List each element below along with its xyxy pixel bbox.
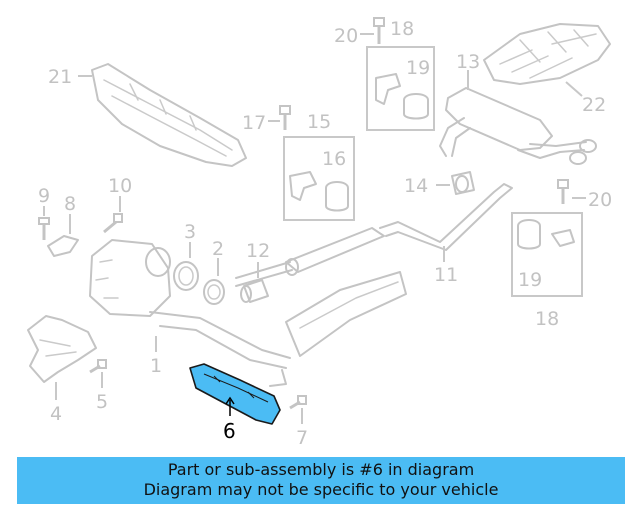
arrow-6 bbox=[225, 396, 235, 405]
bracket-8 bbox=[47, 235, 79, 257]
bolt-5 bbox=[89, 359, 107, 374]
box-18-upper bbox=[366, 46, 435, 131]
info-banner: Part or sub-assembly is #6 in diagram Di… bbox=[17, 457, 625, 504]
banner-line-disclaimer: Diagram may not be specific to your vehi… bbox=[143, 480, 499, 499]
label-3: 3 bbox=[184, 221, 196, 243]
pipe-clamp-14 bbox=[451, 171, 475, 195]
hanger-bracket-lower bbox=[517, 219, 575, 250]
label-1: 1 bbox=[150, 355, 162, 377]
catalytic-converter bbox=[89, 239, 407, 387]
label-12: 12 bbox=[246, 240, 270, 262]
label-21: 21 bbox=[48, 66, 72, 88]
label-20-lower: 20 bbox=[588, 189, 612, 211]
hanger-bracket-upper bbox=[375, 73, 429, 120]
label-19-lower: 19 bbox=[518, 269, 542, 291]
label-4: 4 bbox=[50, 403, 62, 425]
label-14: 14 bbox=[404, 175, 428, 197]
label-7: 7 bbox=[296, 427, 308, 449]
label-20-upper: 20 bbox=[334, 25, 358, 47]
bolt-17 bbox=[279, 105, 291, 130]
label-18-lower: 18 bbox=[535, 308, 559, 330]
label-22: 22 bbox=[582, 94, 606, 116]
label-18-upper: 18 bbox=[390, 18, 414, 40]
bolt-20-upper bbox=[373, 17, 385, 44]
heat-shield-rear bbox=[483, 23, 611, 85]
bolt-20-lower bbox=[557, 179, 569, 204]
label-6-highlighted: 6 bbox=[223, 419, 236, 443]
label-2: 2 bbox=[212, 238, 224, 260]
rear-muffler bbox=[439, 87, 597, 165]
banner-line-part: Part or sub-assembly is #6 in diagram bbox=[167, 460, 475, 479]
leader-22 bbox=[565, 81, 583, 97]
label-10: 10 bbox=[108, 175, 132, 197]
gasket-2 bbox=[203, 279, 225, 305]
intermediate-pipe bbox=[235, 183, 513, 287]
label-15: 15 bbox=[307, 111, 331, 133]
mounting-bracket-4 bbox=[27, 315, 97, 383]
box-15 bbox=[283, 136, 355, 221]
connector-12 bbox=[240, 279, 269, 303]
box-18-lower bbox=[511, 212, 583, 297]
heat-shield-upper bbox=[91, 63, 247, 167]
label-5: 5 bbox=[96, 391, 108, 413]
bolt-9 bbox=[38, 217, 50, 240]
clamp-3 bbox=[173, 261, 199, 291]
label-11: 11 bbox=[434, 264, 458, 286]
bolt-10 bbox=[103, 213, 123, 234]
label-9: 9 bbox=[38, 185, 50, 207]
label-8: 8 bbox=[64, 193, 76, 215]
label-19-upper: 19 bbox=[406, 57, 430, 79]
heat-shield-6-highlighted[interactable] bbox=[189, 363, 281, 425]
label-13: 13 bbox=[456, 51, 480, 73]
bolt-7 bbox=[289, 395, 307, 410]
hanger-bracket-middle bbox=[289, 171, 349, 212]
label-16: 16 bbox=[322, 148, 346, 170]
label-17: 17 bbox=[242, 112, 266, 134]
